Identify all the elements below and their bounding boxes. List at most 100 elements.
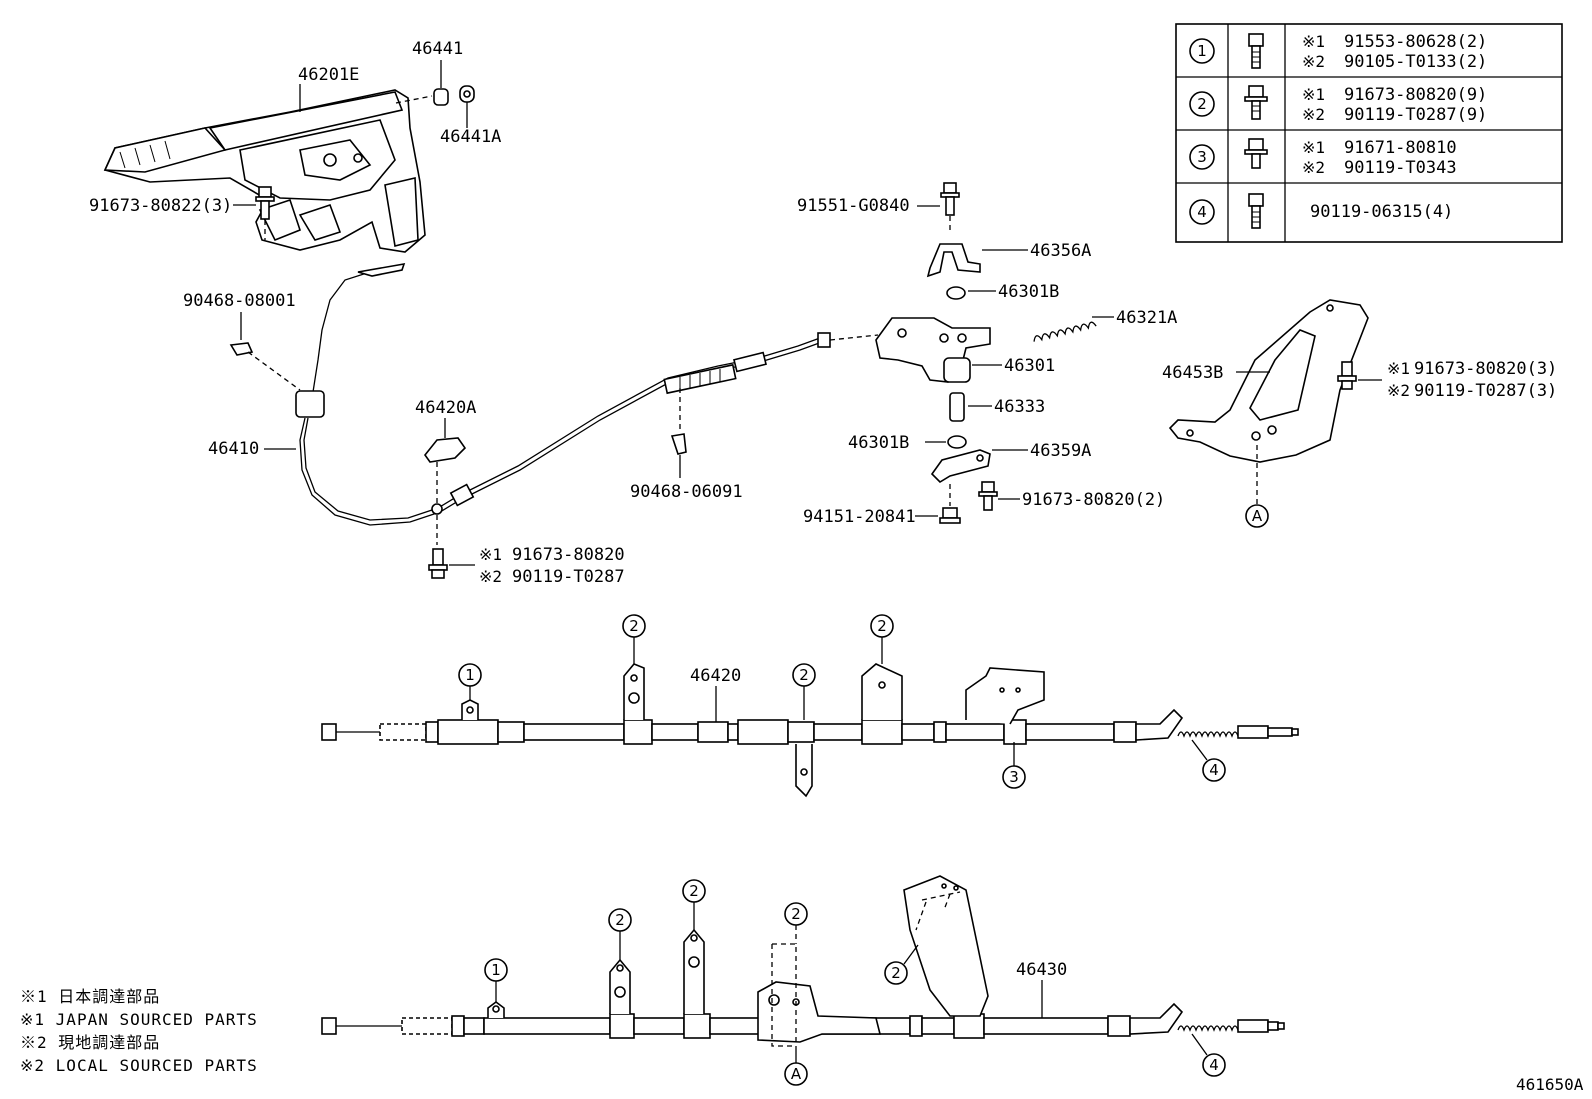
clip-46420a — [423, 437, 467, 463]
svg-text:2: 2 — [615, 911, 625, 929]
svg-text:90119-06315(4): 90119-06315(4) — [1310, 202, 1453, 222]
callout-2-rear-a1: 2 — [622, 614, 646, 664]
label-46321a: 46321A — [1116, 308, 1177, 328]
bracket-46359a — [930, 449, 991, 484]
label-90119-t0287-cable: 90119-T0287 — [512, 567, 625, 587]
note-2-en: ※2 LOCAL SOURCED PARTS — [20, 1056, 258, 1075]
bolt-91673-80820-2 — [978, 481, 998, 511]
svg-text:※2: ※2 — [1302, 158, 1325, 177]
callout-a-rear-b: A — [784, 1046, 808, 1086]
svg-text:※2: ※2 — [1302, 105, 1325, 124]
label-91673-80820-3: 91673-80820(3) — [1414, 359, 1557, 379]
rear-cable-46430 — [321, 875, 1285, 1043]
mark-s1-cable: ※1 — [479, 545, 502, 564]
label-91551-g0840: 91551-G0840 — [797, 196, 910, 216]
svg-text:90119-T0287(9): 90119-T0287(9) — [1344, 105, 1487, 125]
sourcing-notes: ※1 日本調達部品 ※1 JAPAN SOURCED PARTS ※2 現地調達… — [20, 987, 258, 1075]
flange-bolt-icon — [1244, 85, 1268, 120]
ref-a-top: A — [1252, 507, 1263, 525]
figure-id: 461650A — [1516, 1075, 1584, 1094]
bracket-46453b — [1168, 299, 1369, 463]
callout-2-rear-b3: 2 — [771, 902, 808, 1047]
clip-90468-06091 — [670, 433, 687, 455]
svg-text:3: 3 — [1197, 148, 1207, 166]
svg-text:4: 4 — [1209, 1056, 1219, 1074]
table-row-3: 3 ※1 91671-80810 ※2 90119-T0343 — [1189, 138, 1457, 178]
callout-3-rear-a: 3 — [1002, 742, 1026, 789]
bushing-46301b-bottom — [947, 435, 967, 449]
bolt-cable-clamp — [428, 548, 448, 579]
label-46359a: 46359A — [1030, 441, 1091, 461]
grommet-46441a — [459, 85, 475, 103]
bolt-bracket-46453b — [1337, 361, 1357, 390]
svg-text:※1: ※1 — [1302, 85, 1325, 104]
svg-text:90105-T0133(2): 90105-T0133(2) — [1344, 52, 1487, 72]
ref-a-circle — [1245, 504, 1269, 528]
grommet-46441 — [433, 88, 449, 106]
bolt-91551-g0840 — [940, 182, 960, 216]
flange-bolt-short-icon — [1244, 138, 1268, 169]
bolt-icon — [1248, 193, 1264, 229]
svg-text:※1: ※1 — [1302, 138, 1325, 157]
note-1-en: ※1 JAPAN SOURCED PARTS — [20, 1010, 258, 1029]
callout-1-rear-b: 1 — [484, 958, 508, 1002]
rear-cable-46420 — [321, 663, 1299, 798]
label-46441: 46441 — [412, 39, 463, 59]
svg-text:91671-80810: 91671-80810 — [1344, 138, 1457, 158]
svg-text:2: 2 — [629, 617, 639, 635]
note-2-jp: ※2 現地調達部品 — [20, 1033, 160, 1052]
svg-text:91553-80628(2): 91553-80628(2) — [1344, 32, 1487, 52]
svg-text:2: 2 — [689, 882, 699, 900]
svg-text:1: 1 — [1197, 42, 1207, 60]
clip-90468-08001 — [229, 342, 254, 356]
callout-2-rear-b2: 2 — [682, 879, 706, 930]
label-46410: 46410 — [208, 439, 259, 459]
svg-text:2: 2 — [877, 617, 887, 635]
table-row-1: 1 ※1 91553-80628(2) ※2 90105-T0133(2) — [1189, 32, 1487, 72]
label-91673-80820-cable: 91673-80820 — [512, 545, 625, 565]
svg-text:1: 1 — [465, 666, 475, 684]
callout-2-rear-a2: 2 — [792, 663, 816, 720]
callout-2-rear-b1: 2 — [608, 908, 632, 960]
callout-4-rear-b: 4 — [1191, 1033, 1226, 1077]
label-46301b-top: 46301B — [998, 282, 1059, 302]
label-46420: 46420 — [690, 666, 741, 686]
svg-text:2: 2 — [891, 964, 901, 982]
bushing-46301b-top — [946, 286, 966, 300]
label-90468-08001: 90468-08001 — [183, 291, 296, 311]
collar-46333 — [949, 392, 965, 422]
svg-text:3: 3 — [1009, 768, 1019, 786]
note-1-jp: ※1 日本調達部品 — [20, 987, 160, 1006]
label-46356a: 46356A — [1030, 241, 1091, 261]
table-row-2: 2 ※1 91673-80820(9) ※2 90119-T0287(9) — [1189, 85, 1487, 125]
callout-2-rear-a3: 2 — [870, 614, 894, 664]
svg-text:4: 4 — [1209, 761, 1219, 779]
label-91673-80820-2: 91673-80820(2) — [1022, 490, 1165, 510]
svg-text:※2: ※2 — [1302, 52, 1325, 71]
callout-1-rear-a: 1 — [458, 663, 482, 700]
label-46420a: 46420A — [415, 398, 476, 418]
mark-s1-bracket: ※1 — [1387, 359, 1410, 378]
label-46430: 46430 — [1016, 960, 1067, 980]
label-94151-20841: 94151-20841 — [803, 507, 916, 527]
front-cable-46410 — [295, 262, 831, 526]
fastener-table: 1 ※1 91553-80628(2) ※2 90105-T0133(2) 2 … — [1175, 23, 1563, 243]
callout-2-rear-b4: 2 — [884, 944, 919, 985]
parking-brake-lever-drawing — [103, 89, 426, 253]
svg-text:1: 1 — [491, 961, 501, 979]
label-46333: 46333 — [994, 397, 1045, 417]
svg-text:91673-80820(9): 91673-80820(9) — [1344, 85, 1487, 105]
label-46301b-bottom: 46301B — [848, 433, 909, 453]
equalizer-46301 — [875, 317, 991, 383]
label-90468-06091: 90468-06091 — [630, 482, 743, 502]
svg-text:4: 4 — [1197, 203, 1207, 221]
svg-text:2: 2 — [799, 666, 809, 684]
spring-46321a — [1033, 321, 1097, 342]
bolt-91673-80822 — [255, 186, 275, 220]
nut-94151-20841 — [939, 507, 961, 524]
label-46201e: 46201E — [298, 65, 359, 85]
label-46441a: 46441A — [440, 127, 501, 147]
svg-text:2: 2 — [791, 905, 801, 923]
label-91673-80822: 91673-80822(3) — [89, 196, 232, 216]
